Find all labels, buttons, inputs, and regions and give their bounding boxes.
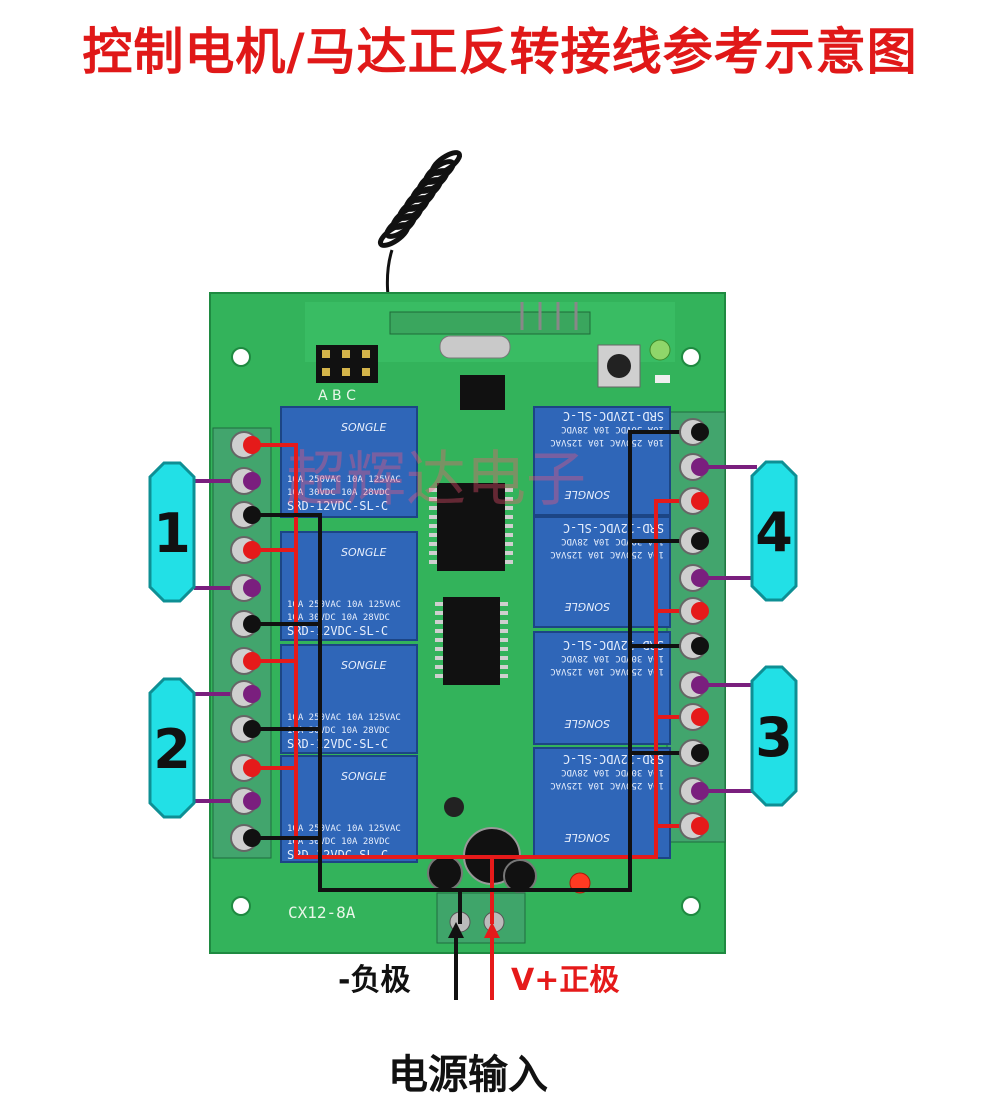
header-pin-labels: A B C xyxy=(318,388,356,404)
power-input-label: 电源输入 xyxy=(388,1052,548,1098)
group-badge: 1 xyxy=(148,461,196,603)
terminal-screw xyxy=(679,812,709,840)
terminal-screw xyxy=(230,647,261,675)
relay-model: SRD-12VDC-SL-C xyxy=(287,624,388,638)
negative-arrow xyxy=(448,922,464,1000)
learn-button xyxy=(597,344,641,388)
terminal-screw xyxy=(230,680,261,708)
terminal-screw xyxy=(230,715,261,743)
relay-model: SRD-12VDC-SL-C xyxy=(563,638,664,652)
relay: SONGLE 10A 250VAC 10A 125VAC 10A 30VDC 10A… xyxy=(280,406,418,518)
terminal-screw xyxy=(679,527,709,555)
group-badge: 3 xyxy=(750,665,798,807)
relay-rating: 10A 30VDC 10A 28VDC xyxy=(561,767,664,777)
left-terminal-strip xyxy=(212,427,272,859)
rf-module xyxy=(389,311,591,335)
relay-brand: SONGLE xyxy=(564,600,610,613)
relay-rating: 10A 250VAC 10A 125VAC xyxy=(287,600,401,610)
relay-rating: 10A 250VAC 10A 125VAC xyxy=(550,437,664,447)
relay-rating: 10A 250VAC 10A 125VAC xyxy=(550,780,664,790)
relay-model: SRD-12VDC-SL-C xyxy=(287,737,388,751)
board-model: CX12-8A xyxy=(288,903,356,922)
terminal-screw xyxy=(679,703,709,731)
terminal-screw xyxy=(230,787,261,815)
negative-label: -负极 xyxy=(338,963,411,998)
relay-rating: 10A 250VAC 10A 125VAC xyxy=(550,549,664,559)
terminal-screw xyxy=(679,487,709,515)
terminal-screw xyxy=(230,467,261,495)
positive-arrow xyxy=(484,922,500,1000)
terminal-screw xyxy=(230,431,261,459)
group-badge: 4 xyxy=(750,460,798,602)
relay-rating: 10A 30VDC 10A 28VDC xyxy=(287,726,390,736)
relay-brand: SONGLE xyxy=(341,546,387,559)
group-number: 3 xyxy=(755,706,793,769)
relay: SONGLE 10A 250VAC 10A 125VAC 10A 30VDC 10A… xyxy=(533,631,671,745)
decoder-ic xyxy=(460,375,505,410)
terminal-screw xyxy=(230,754,261,782)
terminal-screw xyxy=(679,418,709,446)
relay-model: SRD-12VDC-SL-C xyxy=(563,752,664,766)
relay-brand: SONGLE xyxy=(341,659,387,672)
driver-ic-1 xyxy=(437,483,505,571)
relay-model: SRD-12VDC-SL-C xyxy=(563,409,664,423)
page-title: 控制电机/马达正反转接线参考示意图 xyxy=(82,23,918,81)
terminal-screw xyxy=(230,501,261,529)
relay-model: SRD-12VDC-SL-C xyxy=(287,499,388,513)
terminal-screw xyxy=(679,597,709,625)
group-number: 1 xyxy=(153,502,191,565)
group-number: 4 xyxy=(755,501,793,564)
relay-rating: 10A 30VDC 10A 28VDC xyxy=(287,837,390,847)
terminal-screw xyxy=(230,536,261,564)
relay-rating: 10A 30VDC 10A 28VDC xyxy=(561,653,664,663)
terminal-screw xyxy=(679,739,709,767)
relay-rating: 10A 250VAC 10A 125VAC xyxy=(287,824,401,834)
antenna-coil xyxy=(377,150,463,331)
relay-brand: SONGLE xyxy=(564,717,610,730)
relay-model: SRD-12VDC-SL-C xyxy=(563,521,664,535)
relay: SONGLE 10A 250VAC 10A 125VAC 10A 30VDC 10A… xyxy=(280,644,418,754)
relay: SONGLE 10A 250VAC 10A 125VAC 10A 30VDC 10A… xyxy=(533,406,671,516)
relay: SONGLE 10A 250VAC 10A 125VAC 10A 30VDC 10A… xyxy=(533,516,671,628)
relay-rating: 10A 250VAC 10A 125VAC xyxy=(287,475,401,485)
terminal-screw xyxy=(679,632,709,660)
relay-rating: 10A 30VDC 10A 28VDC xyxy=(561,424,664,434)
terminal-screw xyxy=(679,777,709,805)
status-led xyxy=(649,339,671,361)
terminal-screw xyxy=(230,610,261,638)
relay-brand: SONGLE xyxy=(564,831,610,844)
relay-brand: SONGLE xyxy=(341,770,387,783)
relay-rating: 10A 250VAC 10A 125VAC xyxy=(550,666,664,676)
relay-brand: SONGLE xyxy=(341,421,387,434)
driver-ic-2 xyxy=(443,597,500,685)
relay: SONGLE 10A 250VAC 10A 125VAC 10A 30VDC 10A… xyxy=(280,755,418,863)
crystal xyxy=(439,335,511,359)
jumper-header xyxy=(316,345,378,383)
relay-rating: 10A 30VDC 10A 28VDC xyxy=(561,536,664,546)
relay-rating: 10A 250VAC 10A 125VAC xyxy=(287,713,401,723)
terminal-screw xyxy=(230,824,261,852)
group-number: 2 xyxy=(153,718,191,781)
terminal-screw xyxy=(679,453,709,481)
watermark: 超辉达电子 xyxy=(286,445,586,515)
right-terminal-strip xyxy=(666,411,726,843)
terminal-screw xyxy=(679,564,709,592)
relay-rating: 10A 30VDC 10A 28VDC xyxy=(287,613,390,623)
group-badge: 2 xyxy=(148,677,196,819)
positive-label: V+正极 xyxy=(511,963,620,998)
terminal-screw xyxy=(230,574,261,602)
relay-brand: SONGLE xyxy=(564,488,610,501)
terminal-screw xyxy=(679,671,709,699)
mounting-holes xyxy=(231,347,701,916)
relay: SONGLE 10A 250VAC 10A 125VAC 10A 30VDC 10A… xyxy=(533,747,671,859)
relay-rating: 10A 30VDC 10A 28VDC xyxy=(287,488,390,498)
